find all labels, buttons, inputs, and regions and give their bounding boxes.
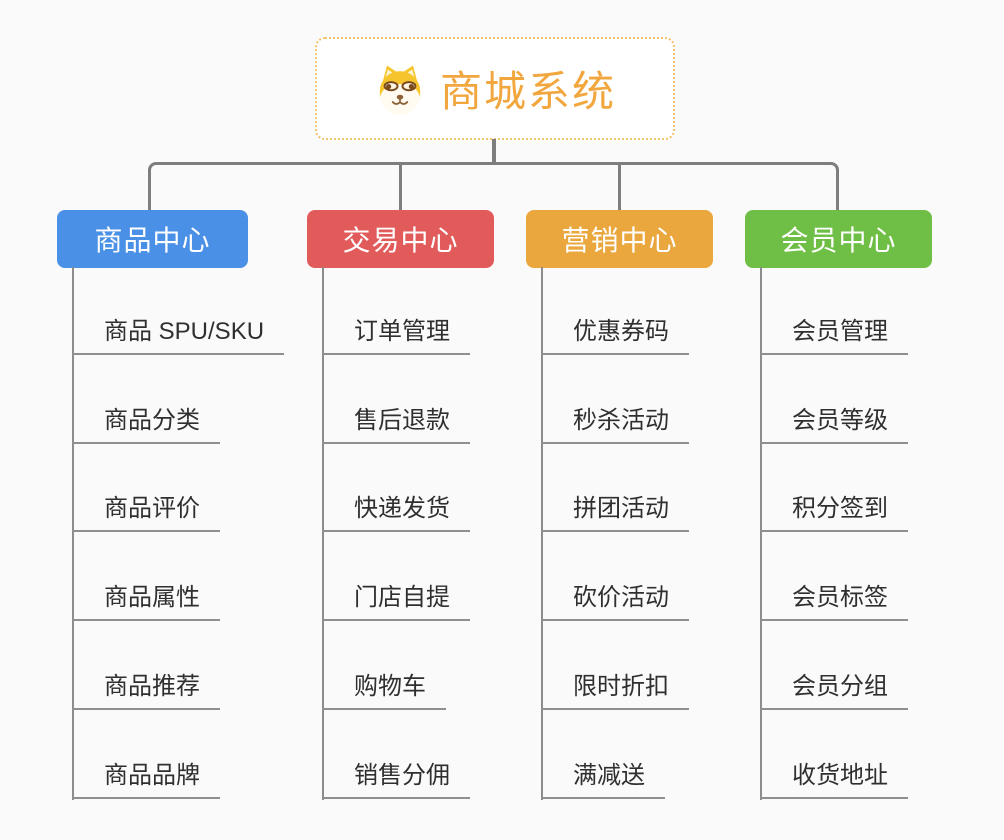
leaf-row: 优惠券码 [541,266,689,355]
leaf-row: 会员标签 [760,532,908,622]
connector-root-stem [492,139,496,163]
leaf-row: 砍价活动 [541,532,689,622]
leaf-row: 商品 SPU/SKU [72,266,285,355]
leaf-node[interactable]: 商品推荐 [72,666,220,710]
branch-node-marketing-center[interactable]: 营销中心 [526,210,713,268]
root-node-mall-system[interactable]: 商城系统 [315,37,675,140]
leaf-node[interactable]: 商品 SPU/SKU [72,311,285,355]
leaf-row: 收货地址 [760,710,908,799]
connector-rail [148,162,839,210]
branch-column-marketing: 营销中心 优惠券码 秒杀活动 拼团活动 砍价活动 限时折扣 满减送 [526,210,776,810]
leaf-node[interactable]: 拼团活动 [541,488,689,533]
leaf-node[interactable]: 商品评价 [72,488,220,533]
branch-node-trade-center[interactable]: 交易中心 [307,210,494,268]
leaf-node[interactable]: 售后退款 [322,400,470,444]
leaf-node[interactable]: 商品属性 [72,577,220,622]
leaf-row: 会员等级 [760,355,908,444]
leaf-row: 会员管理 [760,266,908,355]
leaf-row: 门店自提 [322,532,470,622]
leaf-row: 商品品牌 [72,710,284,799]
leaf-row: 订单管理 [322,266,470,355]
leaf-node[interactable]: 砍价活动 [541,577,689,622]
leaf-node[interactable]: 收货地址 [760,755,908,799]
connector-trunk [72,267,74,800]
leaf-node[interactable]: 限时折扣 [541,666,689,710]
branch-node-product-center[interactable]: 商品中心 [57,210,248,268]
leaf-node[interactable]: 销售分佣 [322,755,470,799]
connector-trunk [322,267,324,800]
leaf-row: 商品属性 [72,532,284,622]
leaf-node[interactable]: 订单管理 [322,311,470,355]
connector-drop-marketing [618,163,621,210]
connector-trunk [760,267,762,800]
leaf-node[interactable]: 商品品牌 [72,755,220,799]
leaf-node[interactable]: 会员等级 [760,400,908,444]
leaf-node[interactable]: 会员管理 [760,311,908,355]
branch-column-product: 商品中心 商品 SPU/SKU 商品分类 商品评价 商品属性 商品推荐 商品品牌 [57,210,307,810]
leaf-row: 商品分类 [72,355,284,444]
leaf-node[interactable]: 商品分类 [72,400,220,444]
leaf-row: 购物车 [322,621,470,710]
connector-drop-trade [399,163,402,210]
leaf-row: 满减送 [541,710,689,799]
leaf-node[interactable]: 满减送 [541,755,665,799]
leaf-row: 售后退款 [322,355,470,444]
leaf-row: 拼团活动 [541,444,689,533]
leaf-node[interactable]: 购物车 [322,666,446,710]
leaf-row: 秒杀活动 [541,355,689,444]
leaf-node[interactable]: 门店自提 [322,577,470,622]
leaf-node[interactable]: 积分签到 [760,488,908,533]
leaf-row: 销售分佣 [322,710,470,799]
branch-node-member-center[interactable]: 会员中心 [745,210,932,268]
leaf-row: 快递发货 [322,444,470,533]
leaf-node[interactable]: 会员分组 [760,666,908,710]
leaf-row: 限时折扣 [541,621,689,710]
connector-trunk [541,267,543,800]
leaf-node[interactable]: 秒杀活动 [541,400,689,444]
leaf-row: 会员分组 [760,621,908,710]
leaf-node[interactable]: 优惠券码 [541,311,689,355]
root-title: 商城系统 [439,68,616,115]
leaf-row: 商品推荐 [72,621,284,710]
dog-icon [379,64,421,115]
leaf-row: 积分签到 [760,444,908,533]
leaf-node[interactable]: 快递发货 [322,488,470,533]
leaf-row: 商品评价 [72,444,284,533]
branch-column-member: 会员中心 会员管理 会员等级 积分签到 会员标签 会员分组 收货地址 [745,210,995,810]
leaf-node[interactable]: 会员标签 [760,577,908,622]
branch-column-trade: 交易中心 订单管理 售后退款 快递发货 门店自提 购物车 销售分佣 [307,210,557,810]
